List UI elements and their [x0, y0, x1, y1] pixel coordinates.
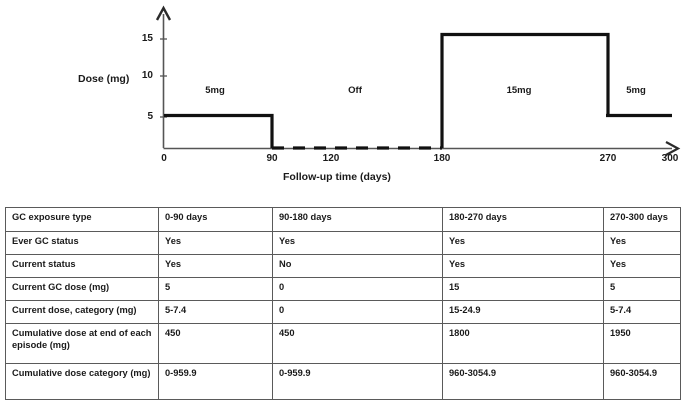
cell-cumulative-dose-0-90: 450 — [158, 323, 273, 364]
cell-cumulative-dose-90-180: 450 — [272, 323, 443, 364]
cell-current-status-180-270: Yes — [442, 254, 604, 278]
row-label-current-dose-category: Current dose, category (mg) — [5, 300, 159, 324]
y-axis — [155, 5, 172, 148]
table-row: Cumulative dose at end of each episode (… — [5, 323, 681, 364]
cell-current-dose-category-90-180: 0 — [272, 300, 443, 324]
x-tick-label-90: 90 — [266, 153, 278, 164]
segment-label-15mg: 15mg — [506, 85, 532, 96]
x-axis — [163, 141, 681, 156]
y-tick-label-5: 5 — [147, 111, 153, 122]
dose-step-line — [164, 32, 672, 150]
cell-cumulative-dose-category-180-270: 960-3054.9 — [442, 363, 604, 400]
x-tick-label-300: 300 — [661, 153, 679, 164]
table-row: Current dose, category (mg) 5-7.4 0 15-2… — [5, 300, 681, 324]
gc-exposure-table-wrapper: GC exposure type 0-90 days 90-180 days 1… — [5, 207, 681, 400]
cell-cumulative-dose-270-300: 1950 — [603, 323, 681, 364]
dose-trajectory-chart: Dose (mg) Follow-up time (days) 15 10 5 … — [0, 0, 685, 196]
cell-cumulative-dose-180-270: 1800 — [442, 323, 604, 364]
cell-ever-gc-status-90-180: Yes — [272, 231, 443, 255]
table-row: Ever GC status Yes Yes Yes Yes — [5, 231, 681, 255]
segment-label-5mg-second: 5mg — [626, 85, 646, 96]
table-header-cell-90-180: 90-180 days — [272, 207, 443, 232]
x-axis-title: Follow-up time (days) — [283, 171, 391, 183]
table-row: Cumulative dose category (mg) 0-959.9 0-… — [5, 363, 681, 400]
cell-current-status-0-90: Yes — [158, 254, 273, 278]
cell-current-gc-dose-180-270: 15 — [442, 277, 604, 301]
segment-5mg-first — [164, 113, 274, 148]
cell-current-status-90-180: No — [272, 254, 443, 278]
cell-current-status-270-300: Yes — [603, 254, 681, 278]
cell-cumulative-dose-category-90-180: 0-959.9 — [272, 363, 443, 400]
cell-ever-gc-status-180-270: Yes — [442, 231, 604, 255]
table-row: Current GC dose (mg) 5 0 15 5 — [5, 277, 681, 301]
table-row: Current status Yes No Yes Yes — [5, 254, 681, 278]
row-label-ever-gc-status: Ever GC status — [5, 231, 159, 255]
segment-15mg — [440, 32, 610, 148]
cell-current-dose-category-0-90: 5-7.4 — [158, 300, 273, 324]
table-header-row: GC exposure type 0-90 days 90-180 days 1… — [5, 207, 681, 232]
cell-cumulative-dose-category-0-90: 0-959.9 — [158, 363, 273, 400]
cell-current-dose-category-270-300: 5-7.4 — [603, 300, 681, 324]
cell-current-gc-dose-90-180: 0 — [272, 277, 443, 301]
x-tick-label-270: 270 — [599, 153, 617, 164]
y-tick-label-10: 10 — [141, 70, 153, 81]
segment-label-5mg-first: 5mg — [205, 85, 225, 96]
cell-current-dose-category-180-270: 15-24.9 — [442, 300, 604, 324]
y-axis-title: Dose (mg) — [78, 73, 130, 85]
cell-current-gc-dose-270-300: 5 — [603, 277, 681, 301]
row-label-cumulative-dose-end-episode: Cumulative dose at end of each episode (… — [5, 323, 159, 364]
segment-label-off: Off — [348, 85, 362, 96]
cell-ever-gc-status-0-90: Yes — [158, 231, 273, 255]
table-header-cell-270-300: 270-300 days — [603, 207, 681, 232]
y-tick-label-15: 15 — [141, 33, 153, 44]
x-tick-label-180: 180 — [433, 153, 451, 164]
chart-canvas — [155, 5, 681, 156]
row-label-current-gc-dose: Current GC dose (mg) — [5, 277, 159, 301]
x-tick-label-120: 120 — [322, 153, 340, 164]
x-tick-label-0: 0 — [161, 153, 167, 164]
cell-ever-gc-status-270-300: Yes — [603, 231, 681, 255]
cell-current-gc-dose-0-90: 5 — [158, 277, 273, 301]
table-header-cell-180-270: 180-270 days — [442, 207, 604, 232]
table-header-cell-0-90: 0-90 days — [158, 207, 273, 232]
row-label-current-status: Current status — [5, 254, 159, 278]
cell-cumulative-dose-category-270-300: 960-3054.9 — [603, 363, 681, 400]
gc-exposure-table: GC exposure type 0-90 days 90-180 days 1… — [5, 207, 681, 400]
row-label-cumulative-dose-category: Cumulative dose category (mg) — [5, 363, 159, 400]
table-header-cell-exposure-type: GC exposure type — [5, 207, 159, 232]
